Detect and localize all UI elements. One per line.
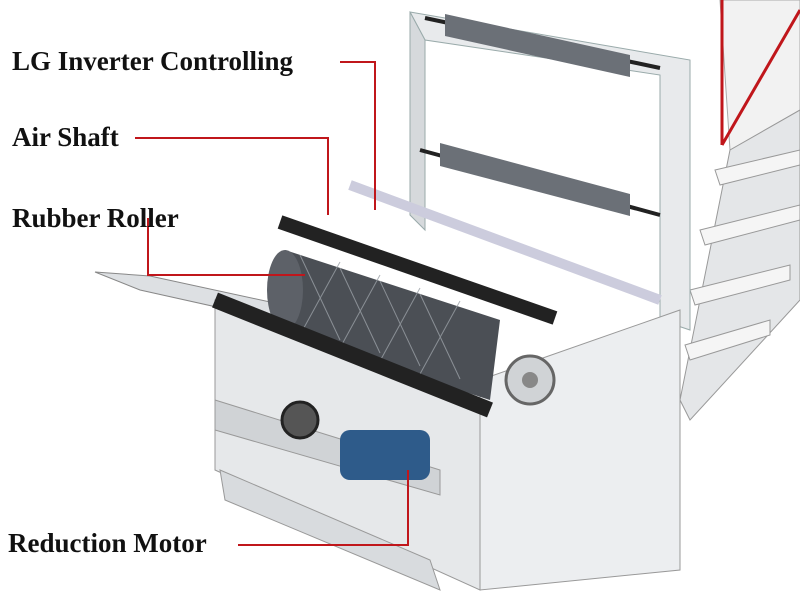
guide-rollers [348,14,662,305]
upper-frame [409,11,691,331]
air-shafts [212,215,558,418]
leader-lines [135,61,409,546]
gear [280,400,320,440]
reduction-motor [340,430,430,480]
staircase [679,0,800,421]
rubber-roller [267,250,500,400]
label-reduction-motor: Reduction Motor [8,528,207,558]
label-air-shaft: Air Shaft [12,122,119,152]
label-lg-inverter-controlling: LG Inverter Controlling [12,46,293,76]
label-rubber-roller: Rubber Roller [12,203,179,233]
